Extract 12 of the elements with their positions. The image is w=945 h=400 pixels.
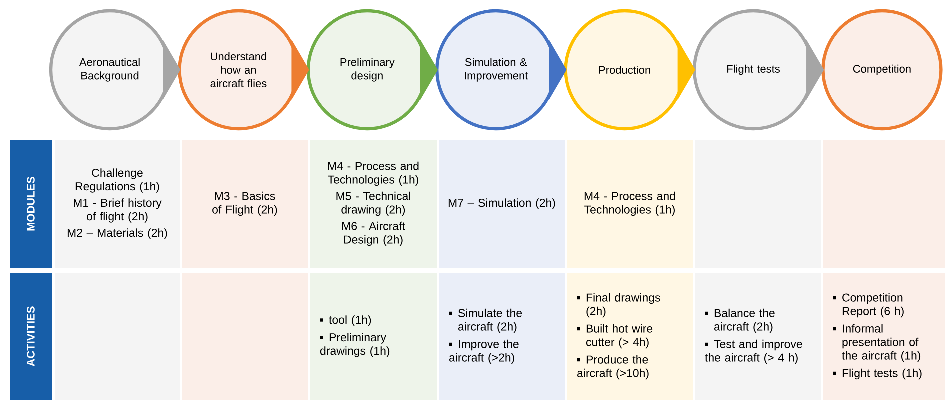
table-cell: tool (1h) Preliminary drawings (1h): [310, 273, 437, 400]
table-cell: Challenge Regulations (1h) M1 - Brief history of flight (2h) M2 – Materials (2h): [55, 140, 180, 268]
row-header: MODULES: [10, 140, 52, 268]
table-cell: M4 - Process and Technologies (1h): [567, 140, 693, 268]
table-cell: Final drawings (2h) Built hot wire cutter (> 4h) Produce the aircraft (>10h): [567, 273, 693, 400]
table-cell: Simulate the aircraft (2h) Improve the aircraft (>2h): [439, 273, 565, 400]
table-cell: Competition Report (6 h) Informal presentation of the aircraft (1h) Flight tests (1h): [823, 273, 945, 400]
table-cell: M3 - Basics of Flight (2h): [182, 140, 308, 268]
table-cell: Balance the aircraft (2h) Test and improve the aircraft (> 4 h): [695, 273, 821, 400]
row-header: ACTIVITIES: [10, 273, 52, 400]
table-cell: M4 - Process and Technologies (1h) M5 - Technical drawing (2h) M6 - Aircraft Design (2h): [310, 140, 437, 268]
table-cell: M7 – Simulation (2h): [439, 140, 565, 268]
